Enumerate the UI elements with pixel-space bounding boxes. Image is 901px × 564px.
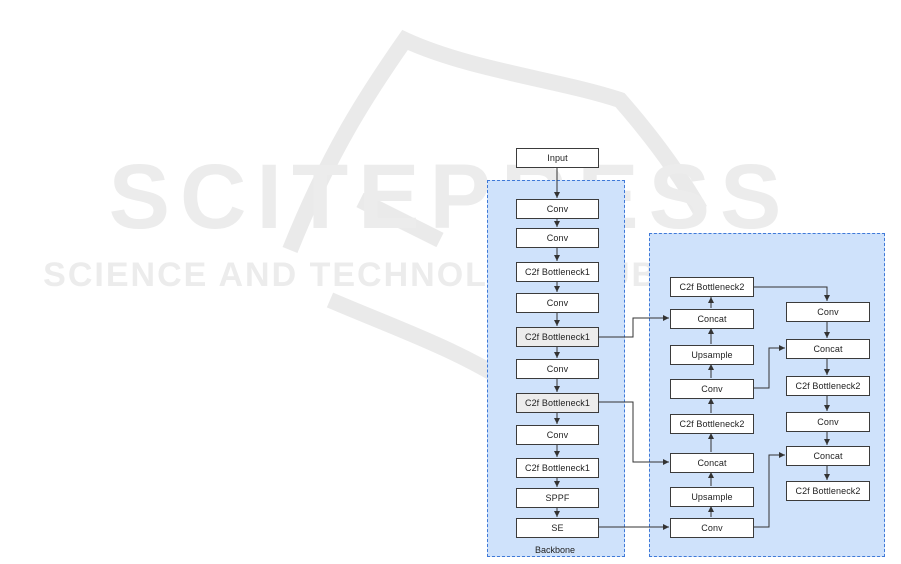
right-concat-1: Concat <box>786 339 870 359</box>
head-upsample-2: Upsample <box>670 487 754 507</box>
head-conv-1: Conv <box>670 379 754 399</box>
head-concat-2: Concat <box>670 453 754 473</box>
backbone-conv-3: Conv <box>516 293 599 313</box>
backbone-c2f-2: C2f Bottleneck1 <box>516 327 599 347</box>
right-c2f-1: C2f Bottleneck2 <box>786 376 870 396</box>
backbone-se: SE <box>516 518 599 538</box>
head-c2f-top: C2f Bottleneck2 <box>670 277 754 297</box>
backbone-conv-1: Conv <box>516 199 599 219</box>
backbone-conv-2: Conv <box>516 228 599 248</box>
backbone-conv-5: Conv <box>516 425 599 445</box>
right-conv-1: Conv <box>786 302 870 322</box>
right-c2f-2: C2f Bottleneck2 <box>786 481 870 501</box>
right-conv-2: Conv <box>786 412 870 432</box>
backbone-c2f-4: C2f Bottleneck1 <box>516 458 599 478</box>
head-conv-bottom: Conv <box>670 518 754 538</box>
head-upsample-1: Upsample <box>670 345 754 365</box>
head-concat-1: Concat <box>670 309 754 329</box>
input-node: Input <box>516 148 599 168</box>
head-c2f-mid: C2f Bottleneck2 <box>670 414 754 434</box>
backbone-conv-4: Conv <box>516 359 599 379</box>
backbone-sppf: SPPF <box>516 488 599 508</box>
backbone-c2f-1: C2f Bottleneck1 <box>516 262 599 282</box>
backbone-label: Backbone <box>535 545 575 555</box>
backbone-c2f-3: C2f Bottleneck1 <box>516 393 599 413</box>
right-concat-2: Concat <box>786 446 870 466</box>
